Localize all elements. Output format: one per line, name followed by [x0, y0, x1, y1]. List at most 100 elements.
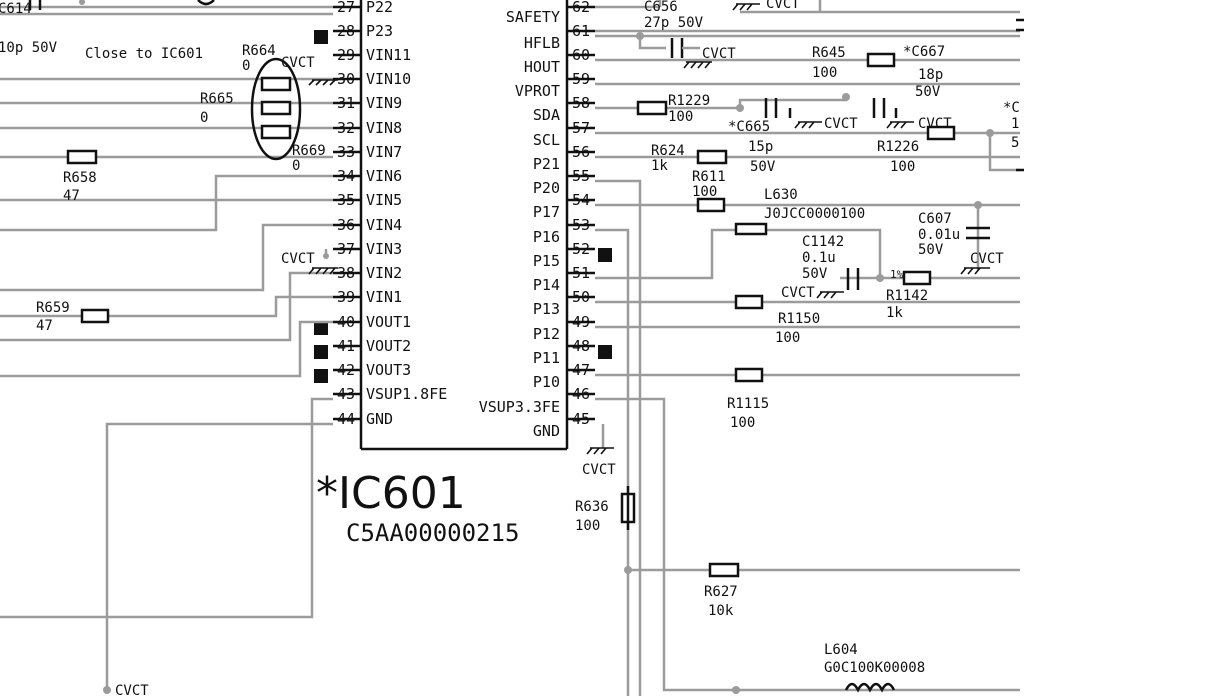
pin-num: 31 [337, 94, 355, 112]
resistor-r658 [66, 149, 98, 165]
pin-num: 36 [337, 216, 355, 234]
pin-num: 55 [572, 167, 590, 185]
pin-name: VIN10 [366, 70, 411, 88]
pin-name: VIN6 [366, 167, 402, 185]
pin-name: P23 [366, 22, 393, 40]
pin-num: 40 [337, 313, 355, 331]
c656-ref: C656 [644, 0, 678, 15]
pin-num: 41 [337, 337, 355, 355]
r636-ref: R636 [575, 499, 609, 515]
pin-num: 51 [572, 264, 590, 282]
pin-num: 32 [337, 119, 355, 137]
pin-name: VSUP1.8FE [366, 385, 447, 403]
resistor-r1142 [902, 270, 932, 286]
pin-name: SCL [533, 131, 560, 149]
r659-ref: R659 [36, 300, 70, 316]
ground-labels: CVCT CVCT CVCT CVCT CVCT CVCT CVCT CVCT … [115, 0, 1004, 696]
c1142-value1: 0.1u [802, 250, 836, 266]
ground-symbols [308, 3, 990, 455]
resistors [66, 52, 956, 578]
pin-name: VIN4 [366, 216, 402, 234]
pin-num: 46 [572, 385, 590, 403]
junction-dots [103, 32, 994, 694]
resistor-r659 [80, 308, 110, 324]
l630-ref: L630 [764, 187, 798, 203]
component-labels: C614 10p 50V Close to IC601 R664 0 R665 … [0, 0, 1020, 676]
pin-num: 58 [572, 94, 590, 112]
pin-num: 28 [337, 22, 355, 40]
pin-name: VIN3 [366, 240, 402, 258]
pin-name: P13 [533, 300, 560, 318]
r645-value: 100 [812, 65, 837, 81]
pin-num: 44 [337, 410, 355, 428]
c665-value1: 15p [748, 139, 773, 155]
r1115-value: 100 [730, 415, 755, 431]
pin-name: VSUP3.3FE [479, 398, 560, 416]
r659-value: 47 [36, 318, 53, 334]
r664-value: 0 [242, 58, 250, 74]
r636-value: 100 [575, 518, 600, 534]
r611-ref: R611 [692, 169, 726, 185]
pin-name: VIN5 [366, 191, 402, 209]
pin-name: VIN2 [366, 264, 402, 282]
pin-num: 53 [572, 216, 590, 234]
pin-name: GND [533, 422, 560, 440]
pin-name: SDA [533, 106, 560, 124]
pin-num: 61 [572, 22, 590, 40]
pin-name: P15 [533, 252, 560, 270]
gnd-label: CVCT [918, 116, 952, 132]
resistor-r624 [696, 149, 728, 165]
inductor-l604 [844, 682, 896, 693]
pin-name: P14 [533, 276, 560, 294]
pin-num: 59 [572, 70, 590, 88]
resistor-r669 [260, 124, 292, 140]
c607-value1: 0.01u [918, 227, 960, 243]
resistor-r645 [866, 52, 896, 68]
l604-value: G0C100K00008 [824, 660, 925, 676]
pin-num: 38 [337, 264, 355, 282]
pin-num: 43 [337, 385, 355, 403]
pin-num: 47 [572, 361, 590, 379]
pin-name: HOUT [524, 58, 560, 76]
pin-name: P10 [533, 373, 560, 391]
r624-ref: R624 [651, 143, 685, 159]
r1229-ref: R1229 [668, 93, 710, 109]
pin-num: 52 [572, 240, 590, 258]
partial-component-top [197, 0, 215, 6]
right-pin-stubs [567, 5, 595, 421]
pin-name: P20 [533, 179, 560, 197]
pin-num: 29 [337, 46, 355, 64]
l604-ref: L604 [824, 642, 858, 658]
c667-value2: 50V [915, 84, 941, 100]
gnd-label: CVCT [781, 285, 815, 301]
pin-name: VPROT [515, 82, 560, 100]
r1150-ref: R1150 [778, 311, 820, 327]
r658-value: 47 [63, 188, 80, 204]
c1142-ref: C1142 [802, 234, 844, 250]
gnd-label: CVCT [281, 251, 315, 267]
pin-num: 48 [572, 337, 590, 355]
c614-ref: C614 [0, 1, 32, 17]
right-wires [595, 0, 1020, 696]
pin-name: VIN8 [366, 119, 402, 137]
r665-value: 0 [200, 110, 208, 126]
left-pin-stubs [333, 5, 361, 421]
close-to-ic-ellipse [250, 57, 302, 161]
resistor-r664 [260, 76, 292, 92]
left-pin-labels: 27 P22 28 P23 29 VIN11 30 VIN10 31 VIN9 … [337, 0, 447, 428]
r611-value: 100 [692, 184, 717, 200]
resistor-r611 [696, 197, 726, 213]
pin-num: 35 [337, 191, 355, 209]
pin-name: VOUT3 [366, 361, 411, 379]
pin-num: 50 [572, 288, 590, 306]
pin-num: 60 [572, 46, 590, 64]
resistor-r1226 [926, 125, 956, 141]
c607-ref: C607 [918, 211, 952, 227]
left-wires [0, 5, 333, 690]
pin-name: P16 [533, 228, 560, 246]
pin-num: 34 [337, 167, 355, 185]
pin-num: 27 [337, 0, 355, 16]
r1142-tol: 1% [890, 268, 904, 281]
pin-name: P12 [533, 325, 560, 343]
